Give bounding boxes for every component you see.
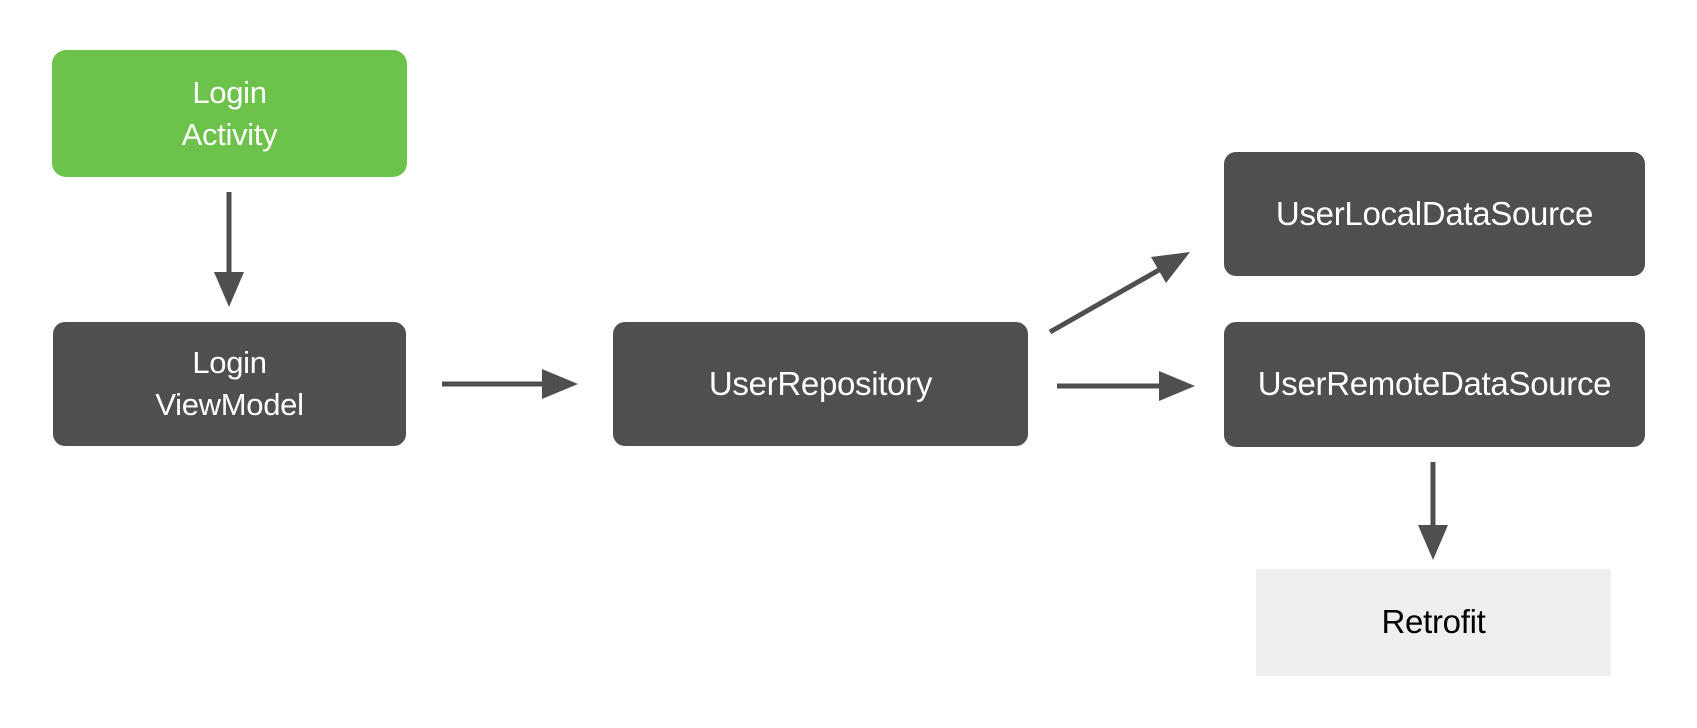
arrow-repository-to-remotedatasource xyxy=(1057,371,1195,401)
node-user-local-data-source: UserLocalDataSource xyxy=(1224,152,1645,276)
node-user-remote-data-source: UserRemoteDataSource xyxy=(1224,322,1645,447)
arrow-activity-to-viewmodel xyxy=(214,192,244,307)
node-login-viewmodel: Login ViewModel xyxy=(53,322,406,446)
arrow-viewmodel-to-repository xyxy=(442,369,578,399)
node-login-activity: Login Activity xyxy=(52,50,407,177)
arrow-repository-to-localdatasource xyxy=(1048,252,1190,335)
node-retrofit: Retrofit xyxy=(1256,569,1611,676)
arrow-remotedatasource-to-retrofit xyxy=(1418,462,1448,560)
node-user-repository: UserRepository xyxy=(613,322,1028,446)
